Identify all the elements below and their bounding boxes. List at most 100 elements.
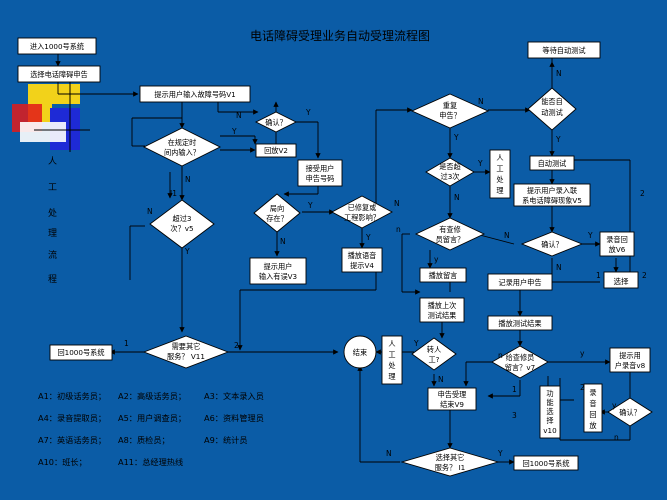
edge-label: N: [438, 375, 444, 384]
node-end-accept-line2: 结束V9: [440, 400, 464, 409]
edge-label: n: [614, 433, 619, 442]
node-select-button: 选择: [604, 272, 638, 288]
node-play-last-line2: 测试结果: [428, 311, 457, 320]
node-record-report: 记录用户申告: [488, 274, 552, 290]
node-prompt-error-line1: 提示用户: [264, 262, 293, 271]
edge-label: n: [396, 225, 401, 234]
node-play-prompt: 播放语音 提示V4: [342, 248, 382, 272]
node-can-auto-line1: 能否自: [541, 97, 563, 106]
node-has-msg-line2: 员留言？: [436, 235, 465, 244]
node-to-manual: 转人 工?: [412, 338, 456, 370]
node-exists-line2: 存在？: [266, 214, 288, 223]
node-back-1000: 回1000号系统: [50, 345, 112, 360]
node-play-result-label: 播放测试结果: [498, 319, 541, 328]
node-replay-v6: 录音回 放V6: [600, 232, 634, 256]
edge-label: N: [147, 207, 153, 216]
legend-item: A3：文本录入员: [204, 391, 264, 401]
node-replay-v2-label: 回放V2: [264, 146, 288, 155]
node-wait-auto-label: 等待自动测试: [542, 46, 585, 55]
node-manual2-c1: 人: [388, 339, 395, 348]
edge-label: N: [504, 231, 510, 240]
legend-item: A9：统计员: [204, 435, 248, 445]
edge-label: N: [280, 237, 286, 246]
edge-label: I1: [170, 189, 177, 198]
edge-label: Y: [365, 233, 371, 242]
node-manual1-c1: 人: [496, 153, 503, 162]
node-prompt-confirm: 提示用户录入联 系电话障碍现象V5: [514, 184, 590, 206]
node-other-service: 需要其它 服务？ V11: [144, 336, 228, 368]
node-enter-1000: 进入1000号系统: [18, 38, 96, 54]
node-auto-test-label: 自动测试: [538, 159, 567, 168]
node-prompt-record-line2: 户录音v8: [615, 361, 646, 370]
node-prompt-number-label: 提示用户输入故障号码V1: [154, 90, 235, 99]
node-other-service-line2: 服务？ V11: [167, 352, 205, 361]
legend-item: A7：英语话务员；: [38, 435, 106, 445]
node-func-select-c3: 选: [546, 407, 553, 416]
node-end: 结束: [344, 336, 376, 368]
legend-item: A10：班长；: [38, 457, 87, 467]
edge-label: Y: [453, 133, 459, 142]
node-end-accept-line1: 申告受理: [438, 390, 467, 399]
node-in-time: 在规定时 间内输入？: [144, 128, 220, 166]
node-select-report: 选择电话障碍申告: [18, 66, 100, 82]
node-other-service-line1: 需要其它: [172, 342, 201, 351]
node-other-service2-line1: 选择其它: [436, 453, 465, 462]
node-prompt-error: 提示用户 输入有误V3: [250, 258, 306, 284]
node-duplicate: 重复 申告？: [412, 94, 488, 128]
node-other-service2: 选择其它 服务？ I1: [402, 448, 498, 476]
node-over3: 超过3 次？v5: [150, 200, 214, 248]
node-play-result: 播放测试结果: [488, 316, 552, 330]
node-manual2: 人 工 处 理: [382, 336, 402, 384]
page-title: 电话障碍受理业务自动受理流程图: [250, 28, 430, 43]
edge-label: 1: [124, 339, 129, 348]
node-prompt-number: 提示用户输入故障号码V1: [140, 86, 250, 102]
node-over3b: 是否超 过3次: [426, 158, 474, 186]
side-char-6: 程: [48, 274, 57, 285]
edge-label: 1: [512, 385, 517, 394]
legend-item: A1：初级话务员；: [38, 391, 106, 401]
node-func-select-c1: 功: [546, 389, 553, 398]
edge-label: 2: [642, 271, 647, 280]
node-manual1: 人 工 处 理: [490, 150, 510, 198]
edge-label: n: [498, 351, 503, 360]
node-over3b-line2: 过3次: [441, 172, 460, 181]
node-replay-v6-line2: 放V6: [609, 245, 626, 254]
node-end-label: 结束: [353, 348, 367, 357]
node-manual1-c3: 处: [496, 175, 503, 184]
side-char-2: 工: [48, 183, 57, 193]
edge-label: 3: [512, 411, 517, 420]
node-record-report-label: 记录用户申告: [498, 278, 541, 287]
node-wait-auto: 等待自动测试: [528, 42, 600, 58]
node-in-time-line1: 在规定时: [168, 138, 197, 147]
edge-label: Y: [555, 135, 561, 144]
legend-item: A5：用户调查员；: [118, 413, 186, 423]
legend-item: A11：总经理热线: [118, 457, 183, 467]
node-over3b-line1: 是否超: [439, 162, 461, 171]
edge-label: Y: [413, 339, 419, 348]
node-repaired: 已修复或 工程影响？: [332, 196, 392, 228]
node-repaired-line2: 工程影响？: [344, 213, 380, 222]
node-rec-replay-c2: 音: [589, 399, 596, 408]
edge-label: y: [434, 255, 439, 264]
edge-label: N: [556, 263, 562, 272]
node-select-button-label: 选择: [614, 276, 629, 286]
node-manual2-c3: 处: [388, 361, 395, 370]
node-play-msg: 播放留言: [420, 268, 466, 282]
node-confirm1-label: 确认？: [265, 118, 287, 127]
edge-label: 2: [234, 341, 239, 350]
decorative-squares: [12, 80, 90, 152]
node-play-prompt-line2: 提示V4: [350, 261, 374, 270]
node-end-accept: 申告受理 结束V9: [428, 388, 476, 410]
node-back-1000-2: 回1000号系统: [514, 456, 578, 470]
node-confirm2-label: 确认？: [541, 240, 563, 249]
node-confirm3-label: 确认？: [619, 408, 641, 417]
node-func-select-c2: 能: [546, 398, 553, 407]
node-func-select: 功 能 选 择 v10: [540, 386, 560, 438]
node-prompt-confirm-line2: 系电话障碍现象V5: [522, 196, 582, 205]
node-over3-line1: 超过3: [173, 214, 192, 223]
legend-item: A2：高级话务员；: [118, 391, 186, 401]
node-can-auto: 能否自 动测试: [528, 88, 576, 130]
node-func-select-c5: v10: [543, 426, 557, 435]
node-play-last: 播放上次 测试结果: [420, 298, 464, 322]
